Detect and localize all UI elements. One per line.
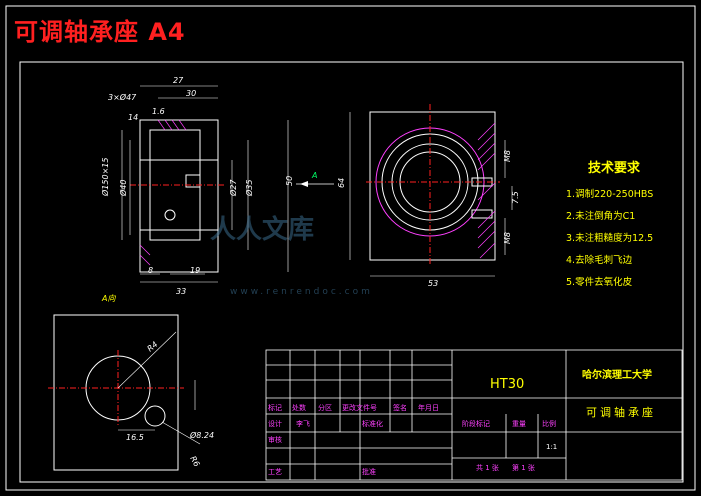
tb-row-approve: 批准 (362, 467, 376, 476)
tb-stage: 阶段标记 (462, 419, 490, 428)
title-block (265, 349, 683, 481)
tb-weight: 重量 (512, 420, 526, 428)
view-a (53, 314, 179, 471)
requirements-list: 1.调制220-250HBS 2.未注倒角为C1 3.未注粗糙度为12.5 4.… (566, 188, 653, 288)
tb-sheet-no: 第 1 张 (512, 463, 535, 472)
side-view (139, 119, 219, 273)
watermark-logo: 人人文库 (210, 214, 314, 245)
tb-col-2: 分区 (318, 403, 332, 412)
dim-150: Ø150×15 (100, 158, 110, 197)
dim-165: 16.5 (126, 433, 144, 442)
req-item-5: 5.零件去氧化皮 (566, 276, 633, 288)
side-body (139, 119, 219, 273)
tb-material: HT30 (490, 377, 524, 392)
tb-row-process: 工艺 (268, 468, 282, 476)
side-dims (121, 85, 289, 283)
dim-14: 14 (128, 113, 138, 122)
front-hatch (477, 122, 496, 259)
dim-40: Ø40 (118, 180, 128, 197)
tb-row-design: 设计 (268, 419, 282, 428)
dim-75: 7.5 (511, 191, 520, 204)
dim-m8b: M8 (503, 232, 512, 244)
front-dims (349, 112, 513, 277)
view-a-dims (117, 331, 201, 445)
req-item-2: 2.未注倒角为C1 (566, 210, 635, 222)
view-a-small-hole (144, 405, 166, 427)
dim-824: Ø8.24 (189, 430, 214, 440)
tb-school: 哈尔滨理工大学 (582, 368, 652, 381)
tb-row-design-name: 李飞 (296, 419, 310, 428)
req-item-4: 4.去除毛刺飞边 (566, 254, 633, 266)
view-a-body (53, 314, 179, 471)
dim-3x47: 3×Ø47 (108, 92, 137, 102)
tb-col-3: 更改文件号 (342, 403, 377, 412)
outer-frame (5, 5, 696, 491)
view-a-label: A向 (101, 294, 116, 303)
tb-col-4: 签名 (393, 403, 407, 412)
watermark-url: www.renrendoc.com (230, 287, 373, 297)
tb-scale: 比例 (542, 419, 556, 428)
view-arrow-head (300, 181, 308, 187)
req-item-1: 1.调制220-250HBS (566, 188, 653, 200)
front-body (369, 111, 496, 261)
dim-19: 19 (190, 266, 200, 275)
drawing-title: 可调轴承座 A4 (14, 18, 186, 46)
dim-16: 1.6 (152, 107, 165, 116)
dim-8: 8 (148, 266, 153, 275)
front-view (369, 111, 496, 261)
tb-col-0: 标记 (268, 403, 282, 412)
side-hole (164, 209, 176, 221)
dim-m8a: M8 (503, 150, 512, 162)
dim-64: 64 (337, 178, 346, 188)
dim-27: 27 (173, 76, 184, 85)
req-item-3: 3.未注粗糙度为12.5 (566, 232, 653, 244)
dim-27b: Ø27 (228, 179, 238, 197)
dim-53: 53 (428, 279, 438, 288)
tb-sheet-total: 共 1 张 (476, 463, 499, 472)
side-hatch (139, 119, 187, 266)
requirements-title: 技术要求 (588, 160, 641, 176)
tb-row-review: 审核 (268, 435, 282, 444)
inner-frame (19, 61, 684, 483)
dim-r6: R6 (188, 455, 201, 469)
tb-col-5: 年月日 (418, 403, 439, 412)
tb-row-std: 标准化 (362, 419, 383, 428)
dim-r4: R4 (146, 340, 160, 354)
dim-30: 30 (186, 89, 196, 98)
view-arrow-label: A (311, 171, 317, 180)
tb-col-1: 处数 (292, 403, 306, 412)
dim-50: 50 (285, 176, 294, 186)
tb-part-name: 可调轴承座 (586, 405, 656, 419)
tb-ratio: 1:1 (546, 443, 557, 451)
dim-35: Ø35 (244, 180, 254, 197)
dim-33: 33 (176, 287, 186, 296)
